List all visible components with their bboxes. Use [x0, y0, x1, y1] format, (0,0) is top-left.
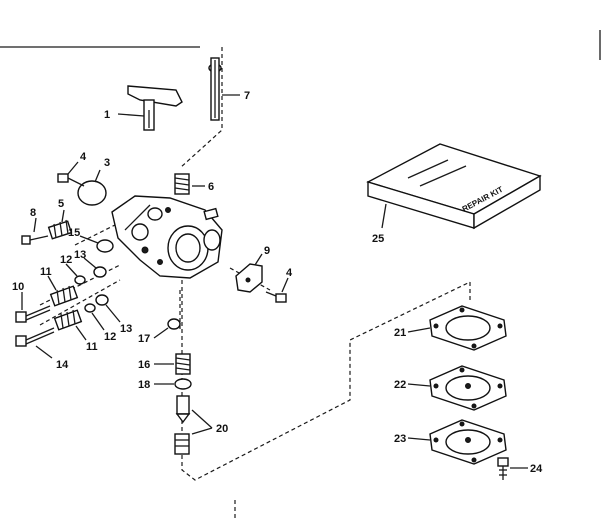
- callout-4b: 4: [286, 267, 293, 279]
- washer-13-upper: [93, 266, 107, 278]
- oring-12-upper: [74, 275, 86, 285]
- leader-12a: [65, 263, 78, 277]
- callout-23: 23: [394, 433, 406, 445]
- valve-20: [175, 395, 191, 424]
- leader-3: [94, 169, 101, 183]
- callout-12b: 12: [104, 331, 116, 343]
- leader-23: [407, 437, 431, 441]
- callout-12a: 12: [60, 254, 72, 266]
- repair-kit-package: REPAIR KIT: [366, 143, 542, 230]
- leader-20a: [191, 409, 213, 429]
- callout-25: 25: [372, 233, 384, 245]
- callout-21: 21: [394, 327, 406, 339]
- callout-5: 5: [58, 198, 64, 210]
- dash-line-needle-14: [39, 279, 121, 326]
- callout-13b: 13: [120, 323, 132, 335]
- leader-21: [407, 327, 431, 333]
- spring-part-11-upper: [49, 285, 79, 307]
- bracket-part: [127, 85, 183, 131]
- spring-part-6: [174, 173, 190, 195]
- needle-14: [15, 327, 55, 347]
- leader-20b: [191, 427, 213, 435]
- seat-20: [174, 433, 190, 455]
- leader-12b: [91, 312, 105, 331]
- callout-16: 16: [138, 359, 150, 371]
- callout-14: 14: [56, 359, 69, 371]
- needle-10: [15, 305, 51, 323]
- gasket-21: [429, 305, 507, 351]
- callout-24: 24: [530, 463, 543, 475]
- leader-4a: [67, 161, 79, 175]
- screw-24: [497, 457, 509, 480]
- gasket-disc-3: [77, 180, 107, 206]
- callout-7: 7: [244, 90, 250, 102]
- leader-1: [117, 113, 145, 117]
- callout-8: 8: [30, 207, 36, 219]
- spring-part-16: [175, 353, 191, 375]
- dash-line-main-shaft: [179, 47, 223, 169]
- plug-17: [167, 318, 181, 330]
- leader-11b: [75, 325, 87, 341]
- leader-13b: [105, 304, 121, 323]
- dash-line-lower-route: [181, 280, 471, 481]
- leader-9: [254, 253, 263, 266]
- leader-11a: [47, 275, 57, 291]
- spring-part-5: [47, 219, 73, 240]
- leader-14: [35, 345, 53, 359]
- callout-6: 6: [208, 181, 214, 193]
- callout-20: 20: [216, 423, 228, 435]
- screw-4-right: [265, 291, 287, 303]
- leader-8: [33, 217, 37, 233]
- leader-5: [61, 209, 65, 223]
- callout-3: 3: [104, 157, 110, 169]
- ring-18: [174, 378, 192, 390]
- callout-1: 1: [104, 109, 110, 121]
- dash-line-screw-4a: [74, 224, 116, 246]
- plug-15: [96, 239, 114, 253]
- spring-part-11-lower: [53, 309, 83, 331]
- screw-4-upper: [57, 173, 85, 187]
- screw-8: [21, 235, 49, 245]
- callout-10: 10: [12, 281, 24, 293]
- callout-22: 22: [394, 379, 406, 391]
- washer-13-lower: [95, 294, 109, 306]
- oring-12-lower: [84, 303, 96, 313]
- callout-15: 15: [68, 227, 80, 239]
- callout-17: 17: [138, 333, 150, 345]
- leader-13a: [83, 257, 97, 269]
- callout-9: 9: [264, 245, 270, 257]
- callout-11a: 11: [40, 266, 52, 278]
- leader-25: [381, 203, 387, 229]
- carburetor-body: [111, 195, 223, 279]
- callout-11b: 11: [86, 341, 98, 353]
- leader-17: [153, 327, 169, 339]
- leader-15: [79, 235, 99, 244]
- diaphragm-22: [429, 365, 507, 411]
- callout-18: 18: [138, 379, 150, 391]
- cover-23: [429, 419, 507, 465]
- callout-13a: 13: [74, 249, 86, 261]
- shaft-part: [208, 57, 222, 121]
- leader-4b: [281, 277, 289, 293]
- cover-plate-9: [235, 263, 263, 293]
- leader-22: [407, 383, 431, 387]
- callout-4a: 4: [80, 151, 87, 163]
